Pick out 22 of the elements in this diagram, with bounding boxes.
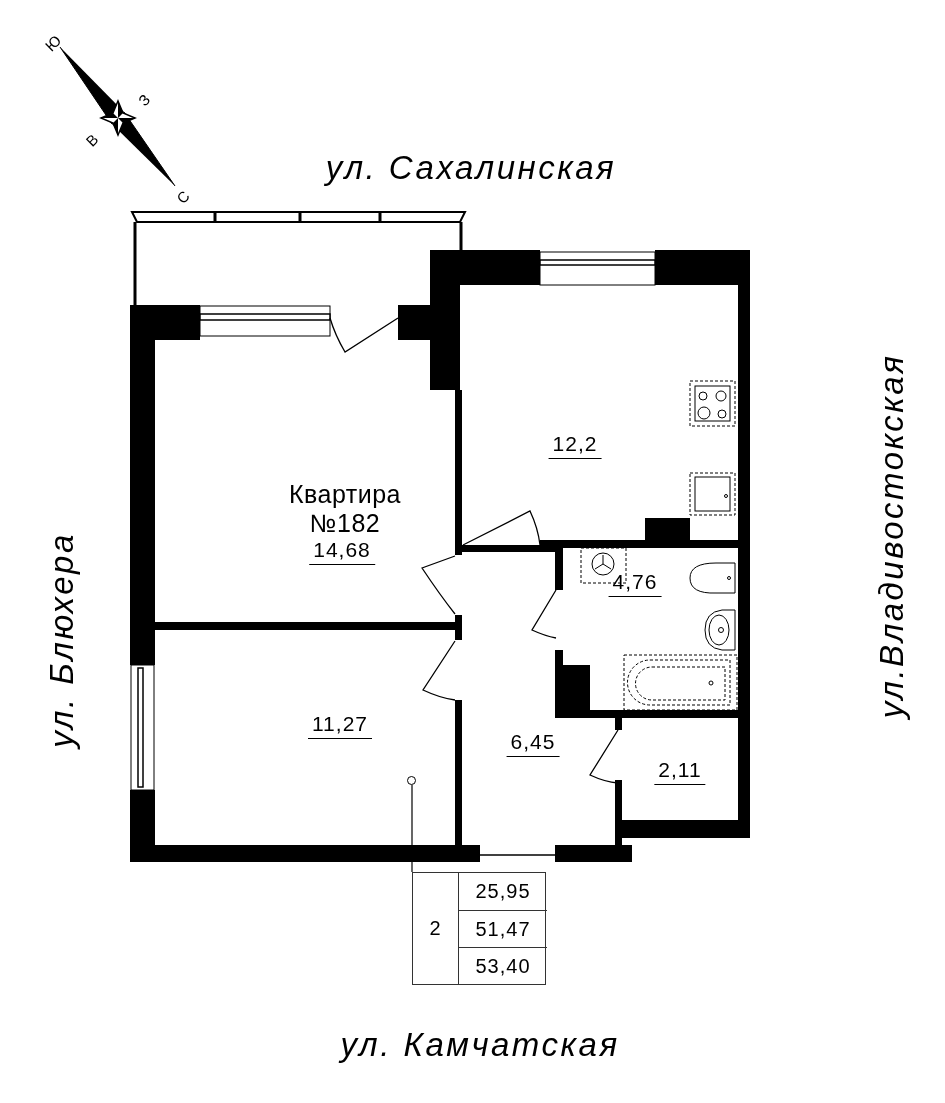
compass-letter: Ю [41, 31, 65, 55]
street-name: ул. Блюхера [43, 532, 81, 748]
table-cell: 53,40 [458, 947, 547, 984]
compass-letter: С [173, 187, 193, 207]
table-cell: 25,95 [458, 873, 547, 910]
leader-line [411, 784, 413, 873]
apartment-title: Квартира №182 [287, 480, 402, 538]
area-table [412, 872, 546, 985]
room-area: 11,27 [308, 712, 372, 740]
room-area: 14,68 [309, 538, 375, 566]
room-area: 4,76 [608, 570, 662, 598]
street-name: ул.Владивостокская [873, 353, 911, 719]
room-area: 12,2 [548, 432, 602, 460]
compass-letter: З [134, 90, 154, 110]
room-area: 6,45 [506, 730, 560, 758]
street-name: ул. Сахалинская [325, 149, 617, 187]
compass-letter: В [82, 130, 102, 150]
street-name: ул. Камчатская [340, 1026, 620, 1064]
table-cell: 51,47 [458, 910, 547, 947]
marker-circle [407, 776, 416, 785]
room-area: 2,11 [654, 758, 706, 786]
table-cell-text: 2 [428, 916, 443, 941]
